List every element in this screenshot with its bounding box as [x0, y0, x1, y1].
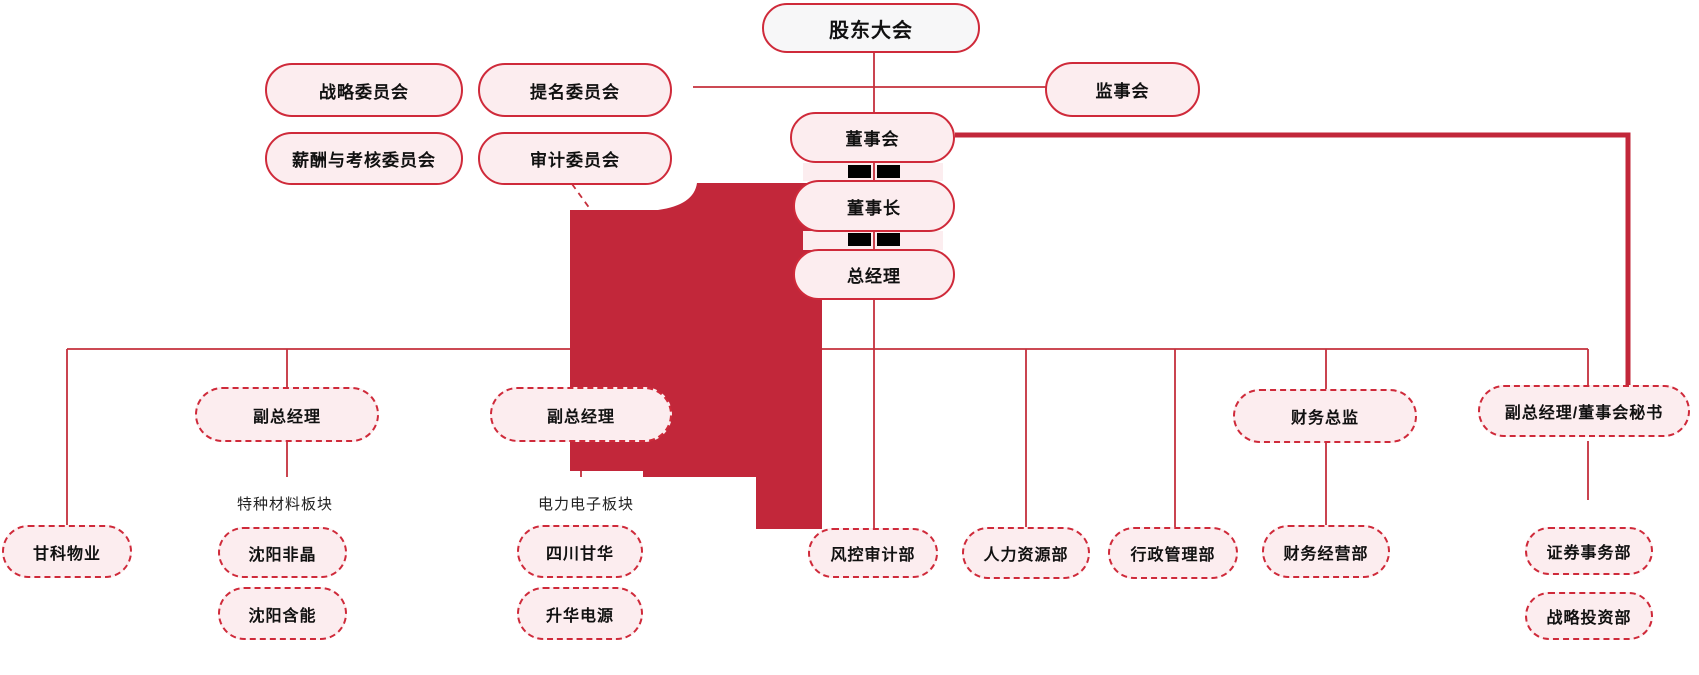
logo-watermark: [570, 183, 822, 529]
node-deputy-gm-board-secretary: 副总经理/董事会秘书: [1478, 385, 1690, 437]
node-deputy-gm-1: 副总经理: [195, 387, 379, 442]
watermark-black-bar: [877, 165, 900, 178]
node-shenghua-power: 升华电源: [517, 587, 643, 640]
node-deputy-gm-2: 副总经理: [490, 387, 672, 442]
node-strategy-committee: 战略委员会: [265, 63, 463, 117]
node-finance-operations-dept: 财务经营部: [1262, 525, 1390, 578]
node-board-of-directors: 董事会: [790, 112, 955, 163]
node-compensation-assessment-committee: 薪酬与考核委员会: [265, 132, 463, 185]
node-supervisory-board: 监事会: [1045, 62, 1200, 117]
node-gap-band: [803, 163, 943, 181]
node-securities-affairs-dept: 证券事务部: [1525, 527, 1653, 575]
node-cfo: 财务总监: [1233, 389, 1417, 443]
watermark-black-bar: [877, 233, 900, 246]
thick-connector-line: [955, 132, 1631, 386]
node-hr-dept: 人力资源部: [962, 527, 1090, 579]
node-shareholders-meeting: 股东大会: [762, 3, 980, 53]
node-audit-committee: 审计委员会: [478, 132, 672, 185]
node-ganke-property: 甘科物业: [2, 525, 132, 578]
node-gap-band: [803, 231, 943, 250]
watermark-black-bar: [848, 233, 871, 246]
node-admin-management-dept: 行政管理部: [1108, 527, 1238, 579]
node-sichuan-ganhua: 四川甘华: [517, 525, 643, 578]
node-chairman: 董事长: [793, 180, 955, 232]
label-power-electronics-segment: 电力电子板块: [538, 496, 635, 513]
node-shenyang-hanneng: 沈阳含能: [218, 587, 347, 640]
node-risk-control-audit-dept: 风控审计部: [808, 528, 938, 578]
node-nomination-committee: 提名委员会: [478, 63, 672, 117]
watermark-black-bar: [848, 165, 871, 178]
node-strategic-investment-dept: 战略投资部: [1525, 592, 1653, 640]
node-shenyang-feijing: 沈阳非晶: [218, 527, 347, 578]
node-general-manager: 总经理: [793, 249, 955, 300]
label-special-materials-segment: 特种材料板块: [237, 496, 334, 513]
